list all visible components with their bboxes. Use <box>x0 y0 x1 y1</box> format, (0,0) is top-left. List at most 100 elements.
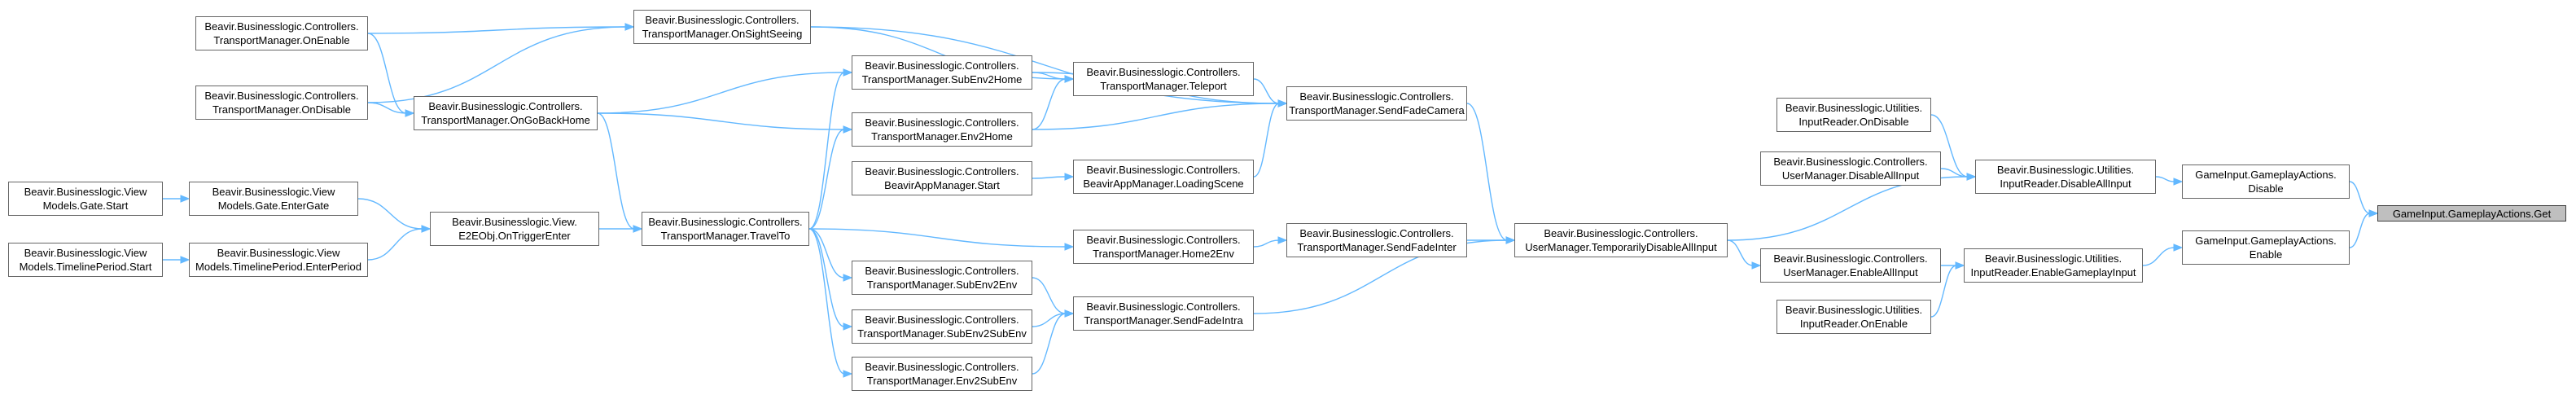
graph-node-label-line1: Beavir.Businesslogic.Controllers. <box>865 116 1019 129</box>
graph-node-label-line2: Models.Gate.Start <box>42 200 129 212</box>
graph-node-label-line2: InputReader.OnEnable <box>1799 318 1908 330</box>
graph-node-n25[interactable]: Beavir.Businesslogic.Controllers.UserMan… <box>1760 151 1941 186</box>
graph-node-n26[interactable]: Beavir.Businesslogic.Controllers.UserMan… <box>1760 248 1941 283</box>
graph-node-label-line1: Beavir.Businesslogic.View <box>217 247 340 259</box>
graph-edge <box>1032 103 1280 130</box>
graph-node-label-line2: TransportManager.TravelTo <box>660 230 791 242</box>
graph-node-label-line1: Beavir.Businesslogic.Controllers. <box>1086 301 1241 313</box>
graph-node-label-line1: Beavir.Businesslogic.Utilities. <box>1785 304 1923 316</box>
graph-edge <box>1253 78 1280 104</box>
graph-edge-arrowhead <box>1064 75 1075 83</box>
graph-node-label-line1: Beavir.Businesslogic.Controllers. <box>865 59 1019 72</box>
graph-edge <box>808 228 1067 248</box>
graph-node-n31[interactable]: GameInput.GameplayActions.Enable <box>2182 230 2350 265</box>
graph-node-n20[interactable]: Beavir.Businesslogic.Controllers.Transpo… <box>1073 296 1254 331</box>
graph-node-n11[interactable]: Beavir.Businesslogic.Controllers.Transpo… <box>852 55 1032 90</box>
graph-edge-arrowhead <box>2173 243 2184 252</box>
graph-edge <box>1032 176 1067 179</box>
graph-node-n10[interactable]: Beavir.Businesslogic.Controllers. Transpo… <box>642 212 809 246</box>
graph-edge <box>1930 114 1969 178</box>
graph-node-label-line1: GameInput.GameplayActions. <box>2195 235 2337 247</box>
graph-node-label-line2: TransportManager.OnGoBackHome <box>421 114 590 126</box>
graph-edge-arrowhead <box>624 23 635 31</box>
graph-node-label-line2: UserManager.DisableAllInput <box>1781 169 1920 182</box>
graph-node-label-line1: Beavir.Businesslogic.Controllers. <box>865 314 1019 326</box>
graph-edge <box>1032 313 1067 375</box>
graph-node-label-line1: Beavir.Businesslogic.View <box>24 186 147 198</box>
graph-node-n7[interactable]: Beavir.Businesslogic.Controllers.Transpo… <box>633 10 811 44</box>
graph-node-n32[interactable]: GameInput.GameplayActions.Get <box>2377 205 2566 222</box>
graph-node-label-line2: TransportManager.Env2SubEnv <box>866 375 1018 387</box>
graph-edge-arrowhead <box>180 195 191 203</box>
graph-node-n14[interactable]: Beavir.Businesslogic.Controllers. Transpo… <box>852 261 1032 295</box>
graph-node-label-line1: Beavir.Businesslogic.Controllers. <box>1773 156 1928 168</box>
graph-edge-arrowhead <box>405 109 415 117</box>
graph-node-label-line2: TransportManager.SubEnv2Home <box>861 73 1023 86</box>
graph-edge-arrowhead <box>1966 173 1977 181</box>
graph-node-n13[interactable]: Beavir.Businesslogic.Controllers.BeavirA… <box>852 161 1032 195</box>
graph-node-label-line2: InputReader.EnableGameplayInput <box>1970 266 2136 279</box>
graph-node-label-line2: TransportManager.SubEnv2Env <box>866 279 1018 291</box>
graph-edge-arrowhead <box>421 225 432 233</box>
graph-node-label-line1: Beavir.Businesslogic.Controllers. <box>1544 227 1698 239</box>
graph-node-n12[interactable]: Beavir.Businesslogic.Controllers.Transpo… <box>852 112 1032 147</box>
graph-node-n2[interactable]: Beavir.Businesslogic.Controllers.Transpo… <box>195 86 368 120</box>
graph-edge <box>1727 176 1969 241</box>
graph-node-label-line2: TransportManager.SendFadeCamera <box>1289 104 1465 116</box>
graph-node-label-line1: Beavir.Businesslogic.Controllers. <box>865 265 1019 277</box>
graph-edge-arrowhead <box>1064 309 1075 318</box>
graph-node-label-line2: Models.TimelinePeriod.Start <box>19 261 152 273</box>
graph-edge-arrowhead <box>1277 236 1288 244</box>
graph-node-label-line2: TransportManager.Home2Env <box>1093 248 1234 260</box>
graph-edge-arrowhead <box>843 370 853 378</box>
graph-node-n28[interactable]: Beavir.Businesslogic.Utilities.InputRead… <box>1975 160 2156 194</box>
graph-node-n23[interactable]: Beavir.Businesslogic.Controllers. UserMan… <box>1514 223 1728 257</box>
graph-node-label-line1: Beavir.Businesslogic.Controllers. <box>648 216 803 228</box>
graph-node-label-line2: BeavirAppManager.LoadingScene <box>1083 178 1244 190</box>
graph-node-label-line1: Beavir.Businesslogic.Utilities. <box>1996 164 2135 176</box>
graph-node-n16[interactable]: Beavir.Businesslogic.Controllers.Transpo… <box>852 357 1032 391</box>
graph-node-n8[interactable]: Beavir.Businesslogic.Controllers. Transpo… <box>414 96 598 130</box>
graph-edge <box>2349 181 2371 214</box>
graph-node-label-line2: UserManager.TemporarilyDisableAllInput <box>1525 241 1717 253</box>
graph-node-label-line2: TransportManager.Env2Home <box>871 130 1013 143</box>
graph-node-n9[interactable]: Beavir.Businesslogic.View.E2EObj.OnTrigg… <box>430 212 599 246</box>
graph-edge <box>2155 176 2175 182</box>
graph-node-n21[interactable]: Beavir.Businesslogic.Controllers.Transpo… <box>1286 86 1467 121</box>
graph-edge <box>1466 103 1508 241</box>
graph-node-n24[interactable]: Beavir.Businesslogic.Utilities.InputRead… <box>1776 98 1931 132</box>
graph-node-n22[interactable]: Beavir.Businesslogic.Controllers.Transpo… <box>1286 223 1467 257</box>
graph-node-label-line1: Beavir.Businesslogic.Controllers. <box>865 165 1019 178</box>
graph-node-n1[interactable]: Beavir.Businesslogic.Controllers.Transpo… <box>195 16 368 50</box>
graph-node-label-line2: Models.Gate.EnterGate <box>217 200 330 212</box>
graph-node-label-line1: Beavir.Businesslogic.View <box>212 186 335 198</box>
graph-node-n18[interactable]: Beavir.Businesslogic.Controllers. BeavirA… <box>1073 160 1254 194</box>
graph-node-n27[interactable]: Beavir.Businesslogic.Utilities. InputRead… <box>1776 300 1931 334</box>
graph-node-label-line1: Beavir.Businesslogic.Controllers. <box>204 90 359 102</box>
graph-node-label-line2: TransportManager.SendFadeIntra <box>1084 314 1243 327</box>
graph-edge <box>808 129 845 230</box>
graph-node-label-line2: TransportManager.Teleport <box>1100 80 1227 92</box>
graph-node-n19[interactable]: Beavir.Businesslogic.Controllers.Transpo… <box>1073 230 1254 264</box>
graph-node-n15[interactable]: Beavir.Businesslogic.Controllers.Transpo… <box>852 309 1032 344</box>
graph-edge-arrowhead <box>633 225 643 233</box>
graph-edge <box>357 198 423 230</box>
graph-edge-arrowhead <box>2368 209 2379 217</box>
graph-node-label-line1: GameInput.GameplayActions. <box>2195 169 2337 181</box>
graph-node-label-line1: Beavir.Businesslogic.Controllers. <box>1086 164 1241 176</box>
graph-node-label-line2: Enable <box>2249 248 2283 261</box>
graph-edge <box>367 26 627 34</box>
graph-node-label-line2: BeavirAppManager.Start <box>884 179 1000 191</box>
graph-node-label-line2: TransportManager.SubEnv2SubEnv <box>857 327 1027 340</box>
graph-node-n30[interactable]: GameInput.GameplayActions.Disable <box>2182 165 2350 199</box>
graph-node-n17[interactable]: Beavir.Businesslogic.Controllers.Transpo… <box>1073 62 1254 96</box>
graph-node-label-line1: Beavir.Businesslogic.Controllers. <box>428 100 583 112</box>
graph-edge-arrowhead <box>1064 173 1075 181</box>
graph-node-n29[interactable]: Beavir.Businesslogic.Utilities.InputRead… <box>1964 248 2143 283</box>
